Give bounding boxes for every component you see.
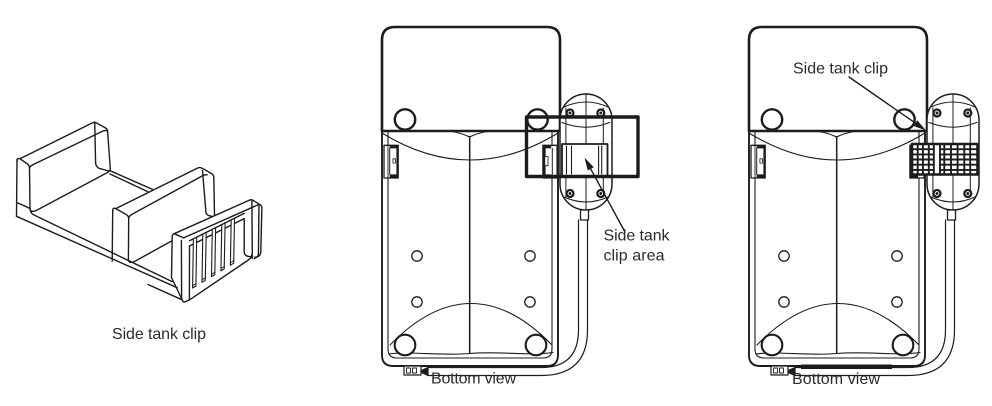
svg-text:Bottom view: Bottom view bbox=[431, 371, 516, 388]
svg-text:Side tank clip: Side tank clip bbox=[112, 326, 206, 343]
svg-text:Bottom view: Bottom view bbox=[792, 371, 880, 388]
svg-text:Side tank clip: Side tank clip bbox=[793, 61, 888, 78]
svg-text:clip area: clip area bbox=[604, 248, 665, 265]
svg-text:Side tank: Side tank bbox=[604, 228, 671, 245]
